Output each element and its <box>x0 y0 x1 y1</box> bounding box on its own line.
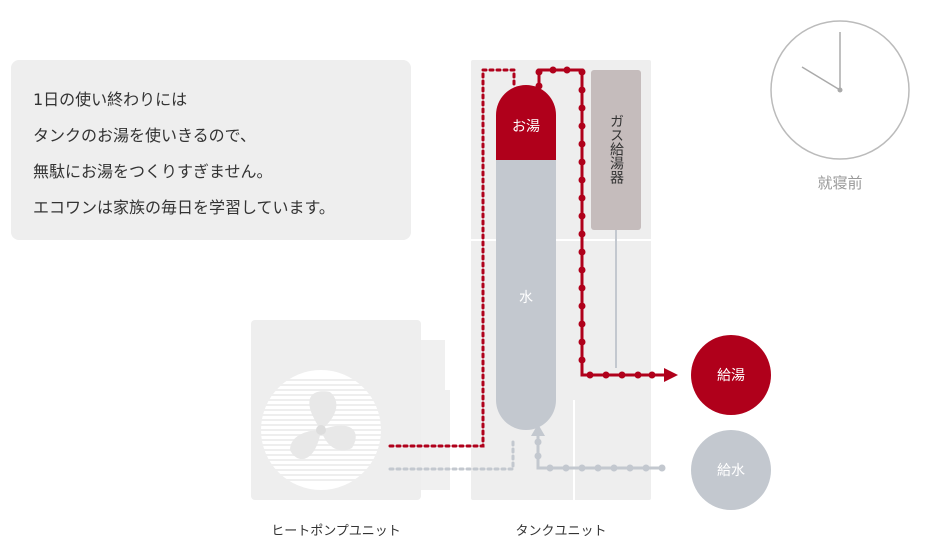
message-line-3: 無駄にお湯をつくりすぎません。 <box>33 162 273 181</box>
fan-icon <box>261 370 381 490</box>
message-box: 1日の使い終わりには タンクのお湯を使いきるので、 無駄にお湯をつくりすぎません… <box>11 60 411 240</box>
tank-hot-section <box>496 85 556 160</box>
hot-flow-arrow-icon <box>664 368 678 382</box>
clock-icon <box>770 20 910 160</box>
hot-return-pipe <box>388 68 516 448</box>
water-supply-node: 給水 <box>691 430 771 510</box>
message-line-2: タンクのお湯を使いきるので、 <box>33 126 257 145</box>
message-line-4: エコワンは家族の毎日を学習しています。 <box>33 198 335 217</box>
message-line-1: 1日の使い終わりには <box>33 90 188 109</box>
cold-water-flow <box>531 424 666 472</box>
clock-label: 就寝前 <box>817 174 863 192</box>
storage-tank: お湯 水 <box>496 85 556 430</box>
tank-water-label: 水 <box>519 290 533 306</box>
water-supply-label: 給水 <box>717 463 745 479</box>
hot-water-flow <box>535 66 678 382</box>
cold-flow-arrow-icon <box>531 424 545 436</box>
heat-pump-unit <box>251 320 450 500</box>
gas-water-heater: ガス給湯器 <box>591 70 641 368</box>
gas-heater-label: ガス給湯器 <box>608 114 624 184</box>
gas-heater-body <box>591 70 641 230</box>
clock-hour-hand <box>801 66 841 91</box>
heat-pump-unit-label: ヒートポンプユニット <box>271 524 401 539</box>
heat-pump-pipes <box>388 68 516 471</box>
hot-supply-node: 給湯 <box>691 335 771 415</box>
tank-water-section <box>496 160 556 430</box>
tank-unit-label: タンクユニット <box>515 524 607 539</box>
cold-supply-pipe <box>388 436 515 471</box>
hot-supply-label: 給湯 <box>717 367 745 384</box>
tank-hot-label: お湯 <box>512 118 540 135</box>
